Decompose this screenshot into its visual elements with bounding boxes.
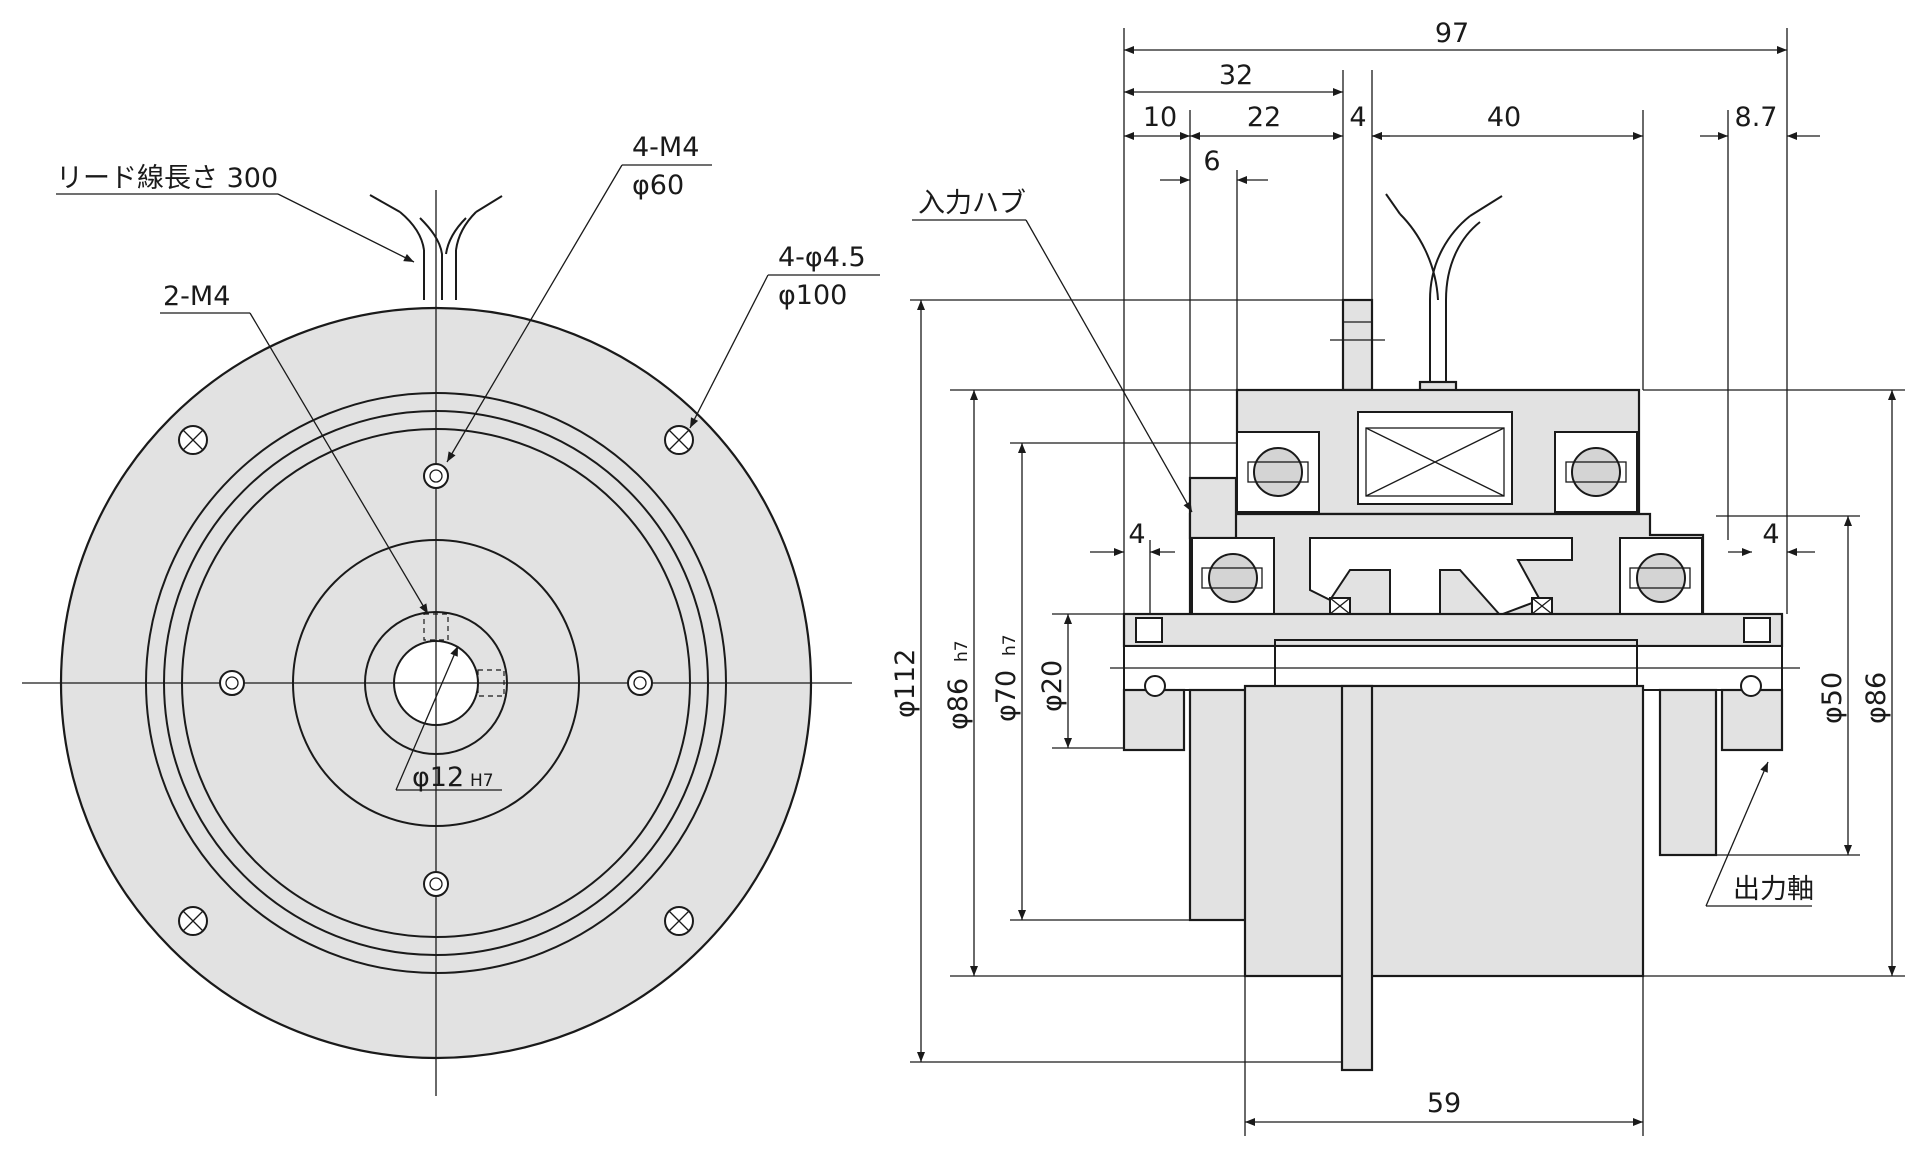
tapped-holes-pcd-label: φ60: [632, 170, 684, 201]
front-view: φ12 H7 リード線長さ 300 4-M4 φ60 4-φ4.5 φ100 2…: [22, 132, 880, 1096]
dim-59-label: 59: [1427, 1088, 1461, 1119]
mounting-holes-leader: [689, 274, 769, 429]
input-hub-label: 入力ハブ: [918, 188, 1026, 219]
hub-tapped-holes-label: 2-M4: [163, 281, 230, 312]
output-shaft-label: 出力軸: [1733, 874, 1814, 905]
output-shaft-leader: [1705, 761, 1769, 907]
bore-dim-line: [395, 645, 459, 791]
dim-4-right-label: 4: [1762, 519, 1779, 550]
bore-tolerance-label: H7: [470, 771, 494, 791]
dim-70h7-label: φ70: [991, 670, 1022, 722]
output-shaft-stem: [1340, 684, 1374, 1072]
terminal-block: [1341, 298, 1374, 392]
mounting-hole-bottom-right: [664, 906, 694, 936]
tapped-hole-left: [219, 670, 245, 696]
hub-tapped-holes-leader: [249, 312, 429, 615]
input-hub-leader: [1025, 219, 1193, 513]
dim-86-label: φ86: [1861, 672, 1892, 724]
lead-wire-label: リード線長さ 300: [56, 163, 278, 194]
flange-plate: [1122, 612, 1784, 648]
dim-4-left-label: 4: [1128, 519, 1145, 550]
dim-112-label: φ112: [890, 649, 921, 718]
tapped-holes-count-label: 4-M4: [632, 132, 699, 163]
dim-86h7-label: φ86: [943, 678, 974, 730]
dim-22-label: 22: [1247, 102, 1281, 133]
dim-8-7-label: 8.7: [1735, 102, 1778, 133]
dim-97-label: 97: [1435, 18, 1469, 49]
mounting-holes-pcd-label: φ100: [778, 280, 847, 311]
side-view: 97 32 10 22 4 40 8.7 6 入力ハブ 4 4: [890, 18, 1905, 1136]
tapped-hole-top: [423, 463, 449, 489]
tapped-hole-right: [627, 670, 653, 696]
bore-diameter-label: φ12: [412, 762, 464, 793]
mounting-hole-top-left: [178, 425, 208, 455]
bearing-upper-right: [1554, 431, 1638, 513]
dim-32-label: 32: [1219, 60, 1253, 91]
mounting-hole-top-right: [664, 425, 694, 455]
mounting-hole-bottom-left: [178, 906, 208, 936]
hub-setscrew-holes: [423, 613, 505, 697]
bearing-lower-right: [1619, 537, 1703, 619]
tapped-holes-leader: [446, 164, 623, 463]
dim-50-label: φ50: [1817, 672, 1848, 724]
bearing-lower-left: [1191, 537, 1275, 619]
armature: [1309, 537, 1573, 617]
dim-86h7-tol: h7: [952, 640, 972, 662]
mounting-holes-count-label: 4-φ4.5: [778, 242, 866, 273]
output-body: [1243, 684, 1645, 978]
right-stub: [1658, 688, 1718, 857]
coil: [1357, 411, 1513, 505]
lead-wire-leader: [277, 193, 415, 263]
bearing-upper-left: [1236, 431, 1320, 513]
dim-20-label: φ20: [1037, 660, 1068, 712]
lead-wire: [369, 194, 503, 300]
flange-right-leg: [1720, 688, 1784, 752]
tapped-hole-bottom: [423, 871, 449, 897]
dim-6-label: 6: [1203, 146, 1220, 177]
dim-70h7-tol: h7: [1000, 634, 1020, 656]
left-stub: [1188, 688, 1248, 922]
dim-40-label: 40: [1487, 102, 1521, 133]
flange-left-leg: [1122, 688, 1186, 752]
side-lead-wire: [1385, 193, 1503, 396]
dim-4-top-label: 4: [1349, 102, 1366, 133]
dim-10-label: 10: [1143, 102, 1177, 133]
